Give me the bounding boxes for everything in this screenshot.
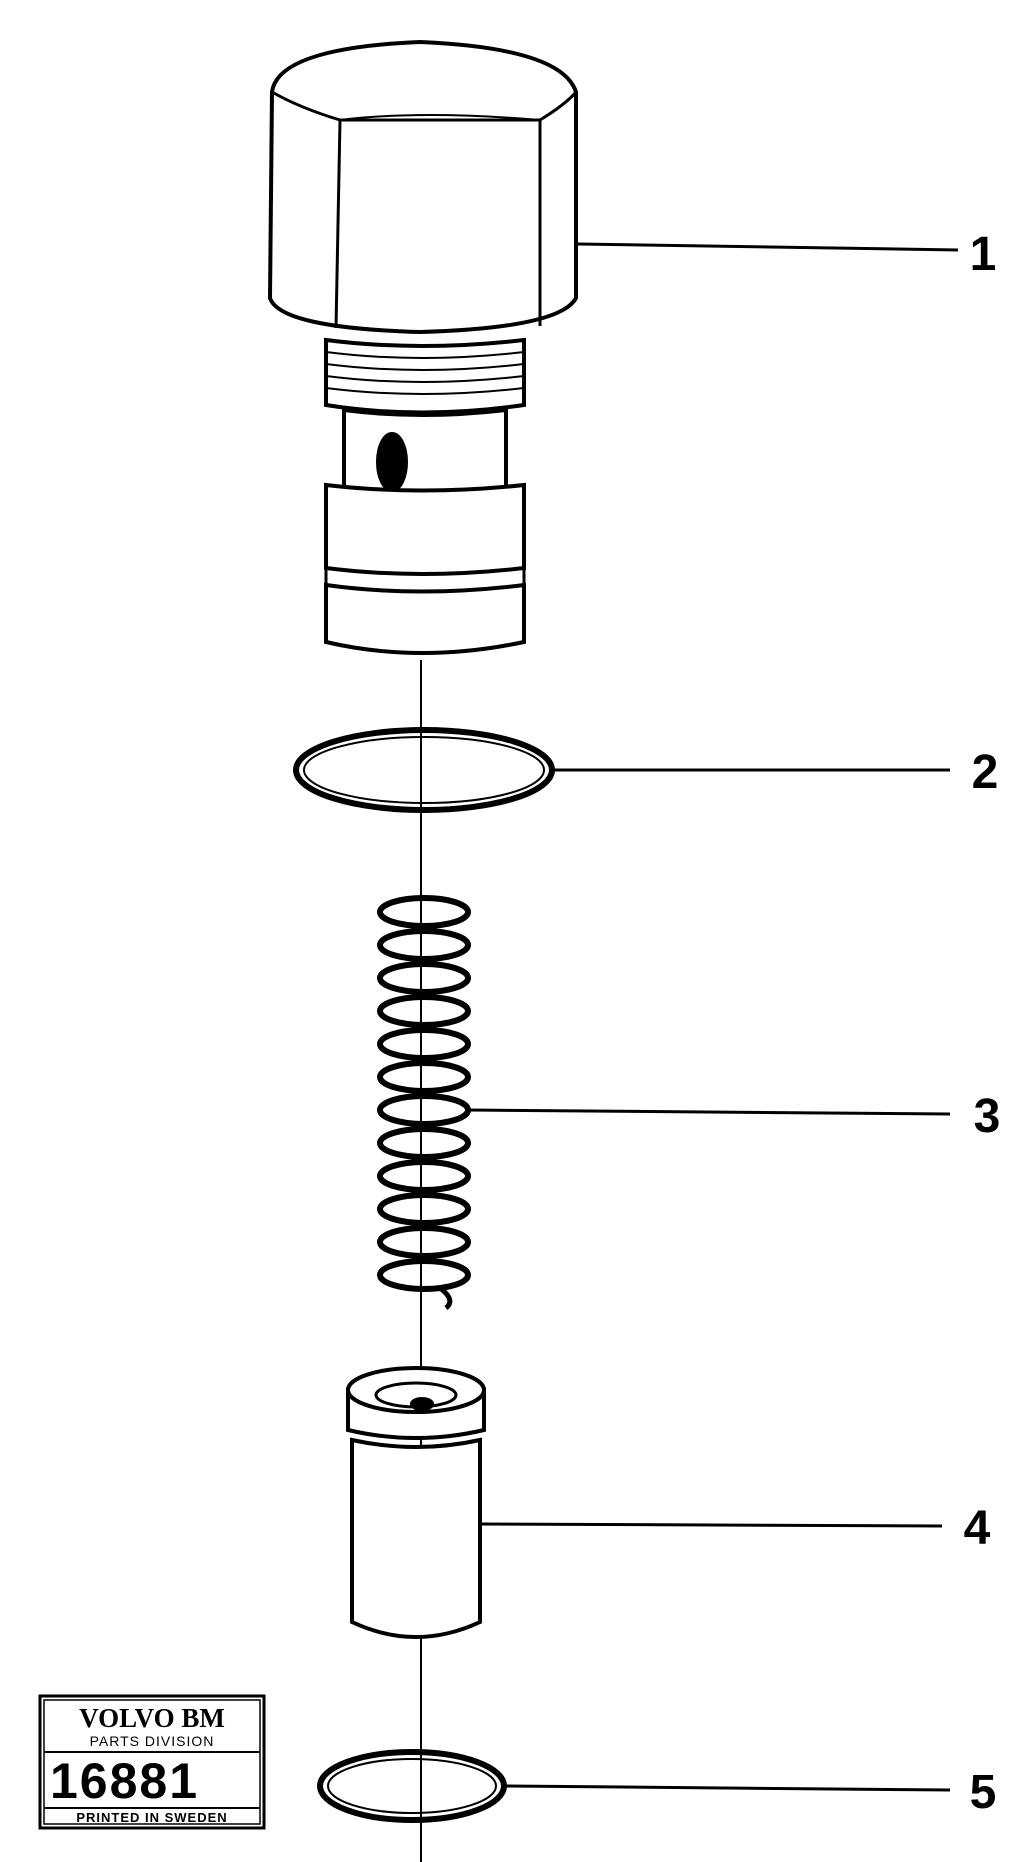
leader-line-1 bbox=[577, 242, 959, 252]
print-origin: PRINTED IN SWEDEN bbox=[76, 1810, 227, 1825]
leader-line-5 bbox=[503, 1784, 951, 1792]
parts-division-label: VOLVO BM PARTS DIVISION 16881 PRINTED IN… bbox=[38, 1694, 266, 1830]
leader-lines bbox=[467, 242, 959, 1792]
leader-line-4 bbox=[481, 1522, 943, 1528]
part-1-valve-plug bbox=[267, 39, 578, 655]
drawing-number: 16881 bbox=[50, 1753, 199, 1809]
part-3-spring bbox=[377, 895, 471, 1310]
part-4-piston bbox=[346, 1366, 486, 1639]
callout-number-3: 3 bbox=[974, 1090, 1001, 1143]
callout-number-1: 1 bbox=[970, 228, 997, 281]
callout-number-5: 5 bbox=[970, 1766, 997, 1819]
part-5-o-ring bbox=[317, 1749, 507, 1823]
part-2-o-ring bbox=[293, 727, 555, 813]
leader-line-3 bbox=[467, 1108, 951, 1116]
brand-name: VOLVO BM bbox=[79, 1703, 225, 1733]
callout-number-2: 2 bbox=[972, 746, 999, 799]
callout-number-4: 4 bbox=[964, 1502, 991, 1555]
division-name: PARTS DIVISION bbox=[90, 1733, 215, 1749]
